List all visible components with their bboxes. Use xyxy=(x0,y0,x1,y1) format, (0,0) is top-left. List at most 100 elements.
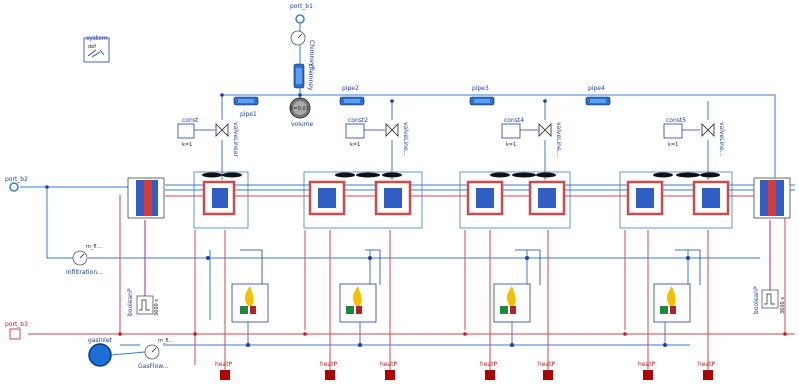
infiltration-sensor-value: m_fl... xyxy=(86,244,102,250)
port-circle-icon xyxy=(295,14,305,24)
heat-port-label: heatP xyxy=(698,361,716,368)
valve-linear-3[interactable]: valveLine... xyxy=(538,122,562,156)
volume[interactable]: V=0.01 volume xyxy=(289,97,314,128)
left-room-exchanger[interactable] xyxy=(127,177,165,219)
flame-icon xyxy=(244,286,254,306)
valve-linear-2[interactable]: valveLine... xyxy=(385,122,409,156)
gravity-icon xyxy=(87,49,105,58)
boiler-unit-5[interactable] xyxy=(528,180,566,216)
junction-dots xyxy=(45,93,690,347)
const4-label: const4 xyxy=(504,117,524,124)
boiler-unit-1[interactable] xyxy=(202,180,236,216)
system-sub-label: def xyxy=(88,44,96,50)
valve-icon xyxy=(701,123,715,137)
right-room-exchanger[interactable] xyxy=(753,177,791,219)
valve-icon xyxy=(538,123,552,137)
chimney-flow-sensor[interactable]: ChimneyF... xyxy=(290,30,315,75)
burner-1[interactable] xyxy=(231,283,269,323)
pulse-icon xyxy=(764,293,775,305)
boiler-unit-6[interactable] xyxy=(626,180,664,216)
boiler-group-frames xyxy=(193,171,733,229)
const4-k: k=1 xyxy=(506,142,516,148)
const1-label: const xyxy=(182,117,199,124)
flame-icon xyxy=(506,286,516,306)
port-b2-label: port_b2 xyxy=(5,176,28,183)
boolean-pulse-2[interactable]: booleanP 3600 s xyxy=(753,286,786,314)
heat-port-label: heatP xyxy=(538,361,556,368)
valve4-label: valveLine... xyxy=(718,122,725,156)
boolean-pulse-1[interactable]: booleanP 3600 s xyxy=(127,288,160,316)
valve-icon xyxy=(385,123,399,137)
pipe2-label: pipe2 xyxy=(342,85,359,92)
port-b2[interactable]: port_b2 xyxy=(5,176,28,192)
heat-port-7[interactable]: heatP xyxy=(698,361,716,380)
gasflow-label: GasFlow... xyxy=(138,363,168,370)
valve3-label: valveLine... xyxy=(555,122,562,156)
valve-linear-4[interactable]: valveLine... xyxy=(701,122,725,156)
boiler-unit-7[interactable] xyxy=(692,180,730,216)
boiler-unit-2[interactable] xyxy=(308,180,346,216)
const5-label: const5 xyxy=(666,117,686,124)
pipe4-label: pipe4 xyxy=(588,85,605,92)
gasflow-sensor-value: m_fl... xyxy=(158,338,174,344)
const5-k: k=1 xyxy=(668,142,678,148)
heat-port-label: heatP xyxy=(215,361,233,368)
heat-port-label: heatP xyxy=(320,361,338,368)
port-b3[interactable]: port_b3 xyxy=(5,321,28,340)
heat-junction-dots xyxy=(118,332,787,336)
flame-icon xyxy=(666,286,676,306)
flame-icon xyxy=(352,286,362,306)
pipe2[interactable]: pipe2 xyxy=(339,85,365,106)
heat-port-1[interactable]: heatP xyxy=(215,361,233,380)
heat-port-label: heatP xyxy=(638,361,656,368)
port-b3-label: port_b3 xyxy=(5,321,28,328)
boiler-unit-4[interactable] xyxy=(466,180,504,216)
heat-port-5[interactable]: heatP xyxy=(538,361,556,380)
heat-port-4[interactable]: heatP xyxy=(480,361,498,380)
const-block-2[interactable]: const2 k=1 xyxy=(345,117,368,148)
valve1-label: valveLinear xyxy=(232,122,239,157)
volume-label: volume xyxy=(291,121,314,128)
pulse-icon xyxy=(139,299,150,311)
heat-connections xyxy=(28,195,795,370)
chimney-label: Chimney xyxy=(307,64,314,91)
control-connections xyxy=(192,129,701,285)
const2-label: const2 xyxy=(348,117,368,124)
const1-k: k=1 xyxy=(182,142,192,148)
chimney-pipe[interactable]: Chimney xyxy=(293,63,314,91)
pipe3[interactable]: pipe3 xyxy=(469,85,495,106)
gas-flow-sensor[interactable]: m_fl... GasFlow... xyxy=(110,338,174,370)
burner-4[interactable] xyxy=(653,283,691,323)
system-label: system xyxy=(86,35,108,42)
pipe1-label: pipe1 xyxy=(240,111,257,118)
pipe4[interactable]: pipe4 xyxy=(585,85,611,106)
gas-inlet[interactable]: gasInlet xyxy=(88,337,113,367)
const-block-1[interactable]: const k=1 xyxy=(177,117,199,148)
port-b1[interactable]: port_b1 xyxy=(290,3,313,24)
const-block-5[interactable]: const5 k=1 xyxy=(663,117,686,148)
heat-port-3[interactable]: heatP xyxy=(380,361,398,380)
const2-k: k=1 xyxy=(350,142,360,148)
volume-value: V=0.01 xyxy=(290,106,309,112)
burner-2[interactable] xyxy=(339,283,377,323)
valve2-label: valveLine... xyxy=(402,122,409,156)
port-circle-icon xyxy=(9,182,19,192)
system-box xyxy=(83,37,110,63)
signal-connections xyxy=(144,220,771,300)
const-block-4[interactable]: const4 k=1 xyxy=(501,117,524,148)
boolean2-label: booleanP xyxy=(753,286,760,314)
burner-3[interactable] xyxy=(493,283,531,323)
heat-port-2[interactable]: heatP xyxy=(320,361,338,380)
boiler-unit-3[interactable] xyxy=(374,180,412,216)
system-block[interactable]: system def xyxy=(83,35,110,63)
boolean2-period: 3600 s xyxy=(780,297,786,314)
valve-icon xyxy=(215,123,229,137)
heat-port-label: heatP xyxy=(380,361,398,368)
boolean1-period: 3600 s xyxy=(154,299,160,316)
heat-port-label: heatP xyxy=(480,361,498,368)
heat-port-6[interactable]: heatP xyxy=(638,361,656,380)
pipe1[interactable]: pipe1 xyxy=(233,96,259,118)
valve-linear-1[interactable]: valveLinear xyxy=(215,122,239,157)
infiltration-flow-sensor[interactable]: m_fl... Infiltration... xyxy=(66,244,103,276)
